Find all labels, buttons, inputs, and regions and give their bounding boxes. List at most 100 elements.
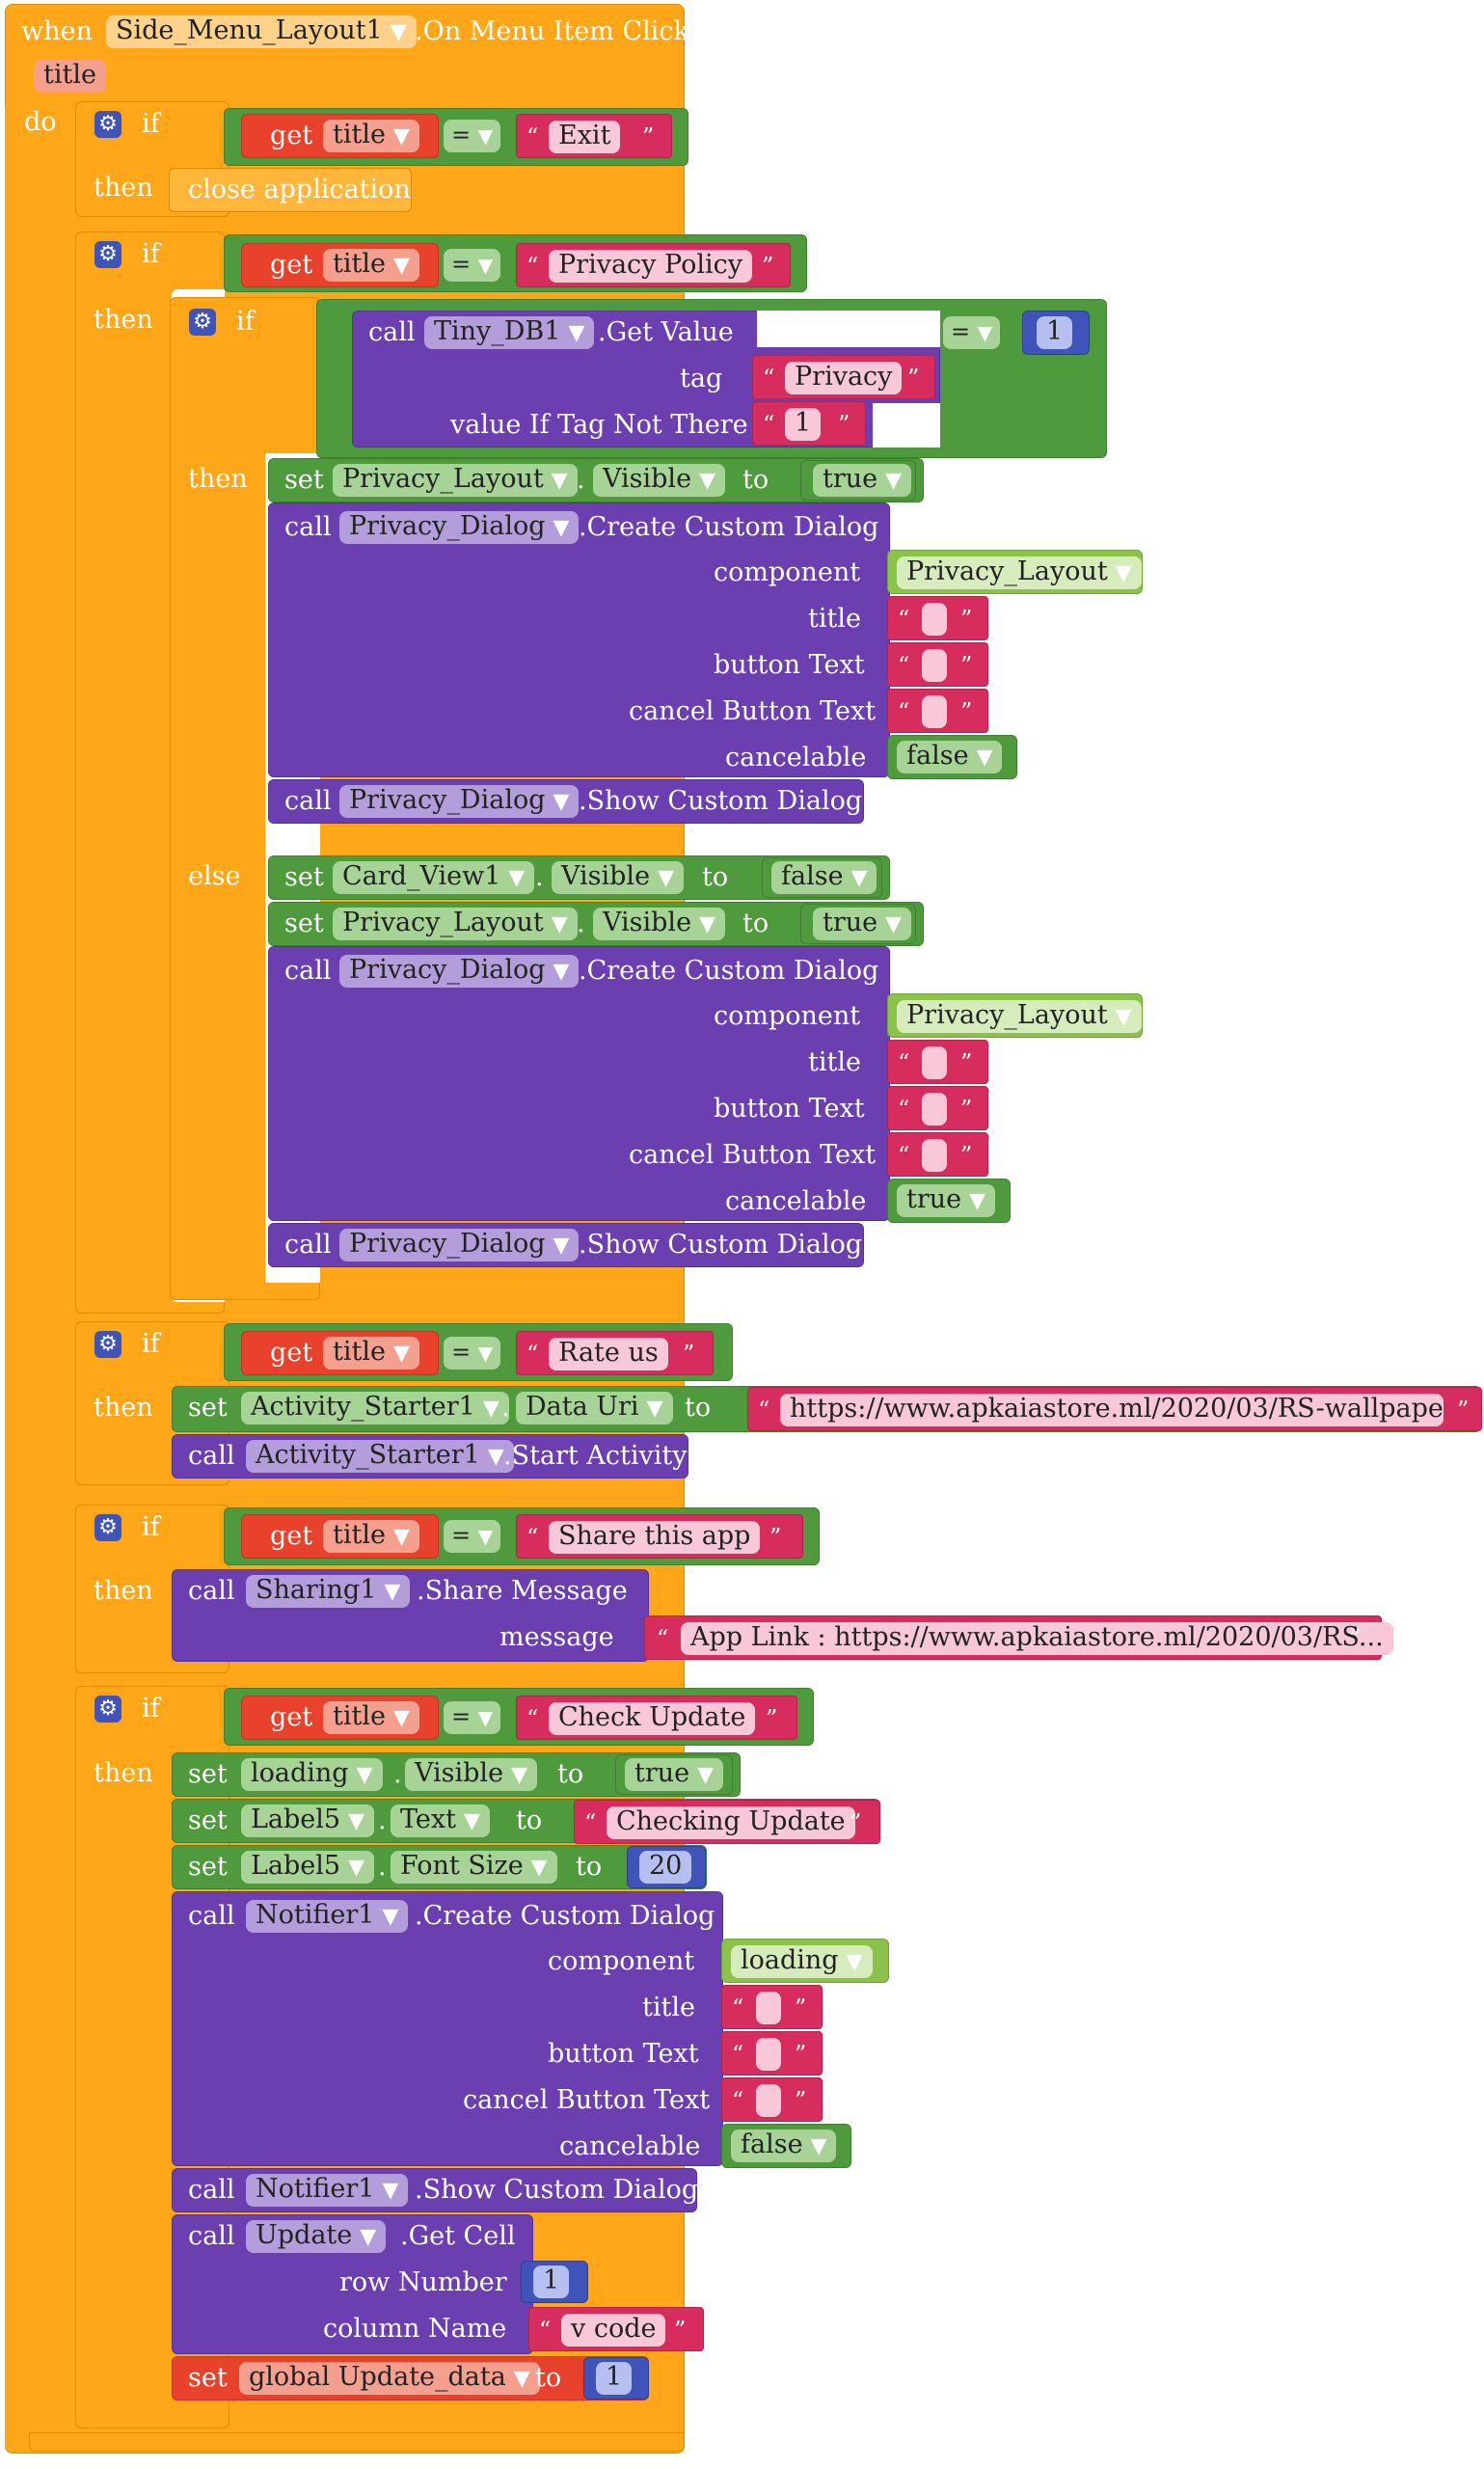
property-dropdown[interactable]: Visible▼ [405, 1758, 537, 1791]
empty-text-literal[interactable] [756, 1992, 781, 2024]
equals-dropdown[interactable]: = ▼ [444, 120, 501, 152]
gear-icon[interactable]: ⚙ [94, 1514, 121, 1541]
component-dropdown[interactable]: Privacy_Layout▼ [333, 464, 578, 497]
property-dropdown[interactable]: Visible▼ [552, 861, 684, 894]
empty-text-block[interactable]: “” [887, 642, 988, 687]
empty-text-block[interactable]: “” [887, 689, 988, 733]
text-block[interactable]: “ Share this app ” [516, 1514, 803, 1559]
component-dropdown[interactable]: Privacy_Layout▼ [897, 556, 1142, 589]
text-literal[interactable]: 1 [785, 408, 822, 441]
var-dropdown[interactable]: title▼ [323, 1520, 419, 1553]
component-dropdown[interactable]: Update▼ [246, 2220, 387, 2253]
empty-text-literal[interactable] [922, 1093, 947, 1126]
empty-text-block[interactable]: “” [721, 2077, 823, 2122]
text-block[interactable]: “ Privacy ” [752, 355, 935, 399]
text-literal[interactable]: Privacy Policy [549, 250, 752, 283]
create-dialog-block[interactable] [172, 1891, 723, 2166]
boolean-dropdown[interactable]: false▼ [897, 741, 1003, 773]
equals-dropdown[interactable]: = ▼ [444, 1701, 501, 1734]
property-dropdown[interactable]: Font Size▼ [391, 1851, 557, 1884]
create-dialog-block[interactable] [268, 502, 890, 777]
component-dropdown[interactable]: Privacy_Dialog▼ [339, 511, 580, 544]
empty-text-block[interactable]: “” [887, 596, 988, 640]
number-literal[interactable]: 20 [639, 1851, 692, 1884]
component-dropdown[interactable]: loading▼ [241, 1758, 383, 1791]
component-dropdown[interactable]: Activity_Starter1▼ [246, 1440, 514, 1473]
empty-text-literal[interactable] [922, 1046, 947, 1079]
component-dropdown[interactable]: Notifier1▼ [246, 2174, 409, 2207]
empty-text-literal[interactable] [756, 2038, 781, 2071]
empty-text-literal[interactable] [922, 649, 947, 682]
equals-dropdown[interactable]: = ▼ [444, 1520, 501, 1553]
var-dropdown[interactable]: title▼ [323, 120, 419, 152]
event-param-title[interactable]: title [34, 60, 106, 93]
create-dialog-block[interactable] [268, 946, 890, 1221]
component-dropdown[interactable]: Tiny_DB1▼ [424, 316, 595, 349]
empty-text-literal[interactable] [922, 1139, 947, 1172]
close-application-block[interactable] [169, 168, 412, 212]
component-dropdown[interactable]: Sharing1▼ [246, 1575, 411, 1608]
component-dropdown[interactable]: Card_View1▼ [333, 861, 535, 894]
component-dropdown[interactable]: Label5▼ [241, 1851, 375, 1884]
global-var-dropdown[interactable]: global Update_data▼ [239, 2362, 540, 2395]
property-dropdown[interactable]: Visible▼ [593, 464, 725, 497]
text-literal[interactable]: Exit [549, 121, 621, 153]
number-literal[interactable]: 1 [1037, 316, 1073, 349]
var-dropdown[interactable]: title▼ [323, 249, 419, 282]
var-dropdown[interactable]: title▼ [323, 1337, 419, 1370]
property-dropdown[interactable]: Data Uri▼ [516, 1392, 673, 1424]
text-literal[interactable]: v code [561, 2314, 666, 2347]
component-dropdown[interactable]: Privacy_Dialog▼ [339, 1229, 580, 1262]
gear-icon[interactable]: ⚙ [94, 1696, 121, 1723]
message-literal[interactable]: App Link : https://www.apkaiastore.ml/20… [681, 1622, 1393, 1655]
boolean-dropdown[interactable]: false▼ [771, 861, 877, 894]
empty-text-block[interactable]: “” [887, 1132, 988, 1177]
property-dropdown[interactable]: Visible▼ [593, 908, 725, 940]
text-literal[interactable]: Share this app [549, 1521, 761, 1554]
component-dropdown[interactable]: Privacy_Layout▼ [897, 1000, 1142, 1033]
boolean-dropdown[interactable]: true▼ [813, 464, 912, 497]
component-dropdown[interactable]: Privacy_Dialog▼ [339, 955, 580, 988]
text-block[interactable]: “ Privacy Policy ” [516, 243, 791, 287]
component-dropdown[interactable]: Label5▼ [241, 1804, 375, 1837]
empty-text-block[interactable]: “” [887, 1040, 988, 1084]
boolean-dropdown[interactable]: true▼ [625, 1758, 724, 1791]
text-block[interactable]: “ Rate us ” [516, 1331, 714, 1375]
var-dropdown[interactable]: title▼ [323, 1701, 419, 1734]
boolean-dropdown[interactable]: false▼ [731, 2130, 837, 2162]
boolean-dropdown[interactable]: true▼ [897, 1184, 996, 1217]
empty-text-block[interactable]: “” [887, 1086, 988, 1130]
number-literal[interactable]: 1 [533, 2266, 570, 2298]
text-block[interactable]: “ Checking Update ” [574, 1800, 880, 1844]
component-dropdown[interactable]: Notifier1▼ [246, 1900, 409, 1933]
gear-icon[interactable]: ⚙ [94, 1331, 121, 1358]
equals-dropdown[interactable]: = ▼ [444, 1337, 501, 1370]
component-dropdown[interactable]: Privacy_Layout▼ [333, 908, 578, 940]
empty-text-literal[interactable] [922, 695, 947, 728]
empty-text-literal[interactable] [922, 603, 947, 636]
empty-text-block[interactable]: “” [721, 1985, 823, 2029]
property-dropdown[interactable]: Text▼ [391, 1804, 490, 1837]
text-block[interactable]: “ 1 ” [752, 401, 866, 446]
text-literal[interactable]: Check Update [549, 1702, 756, 1735]
component-dropdown[interactable]: Activity_Starter1▼ [241, 1392, 509, 1424]
boolean-dropdown[interactable]: true▼ [813, 908, 912, 940]
url-text-block[interactable]: “ https://www.apkaiastore.ml/2020/03/RS-… [747, 1387, 1482, 1431]
text-block[interactable]: “ Check Update ” [516, 1696, 797, 1740]
text-block[interactable]: “ Exit ” [516, 114, 672, 158]
text-block[interactable]: “ v code ” [528, 2307, 704, 2351]
text-literal[interactable]: Checking Update [607, 1806, 855, 1839]
gear-icon[interactable]: ⚙ [189, 309, 216, 336]
component-dropdown[interactable]: loading▼ [731, 1945, 873, 1978]
event-component-dropdown[interactable]: Side_Menu_Layout1▼ [106, 15, 417, 48]
url-literal[interactable]: https://www.apkaiastore.ml/2020/03/RS-wa… [780, 1394, 1444, 1426]
gear-icon[interactable]: ⚙ [94, 111, 121, 138]
number-literal[interactable]: 1 [596, 2362, 633, 2395]
empty-text-literal[interactable] [756, 2084, 781, 2117]
message-text-block[interactable]: “ App Link : https://www.apkaiastore.ml/… [644, 1615, 1393, 1660]
equals-dropdown[interactable]: = ▼ [943, 316, 1001, 349]
empty-text-block[interactable]: “” [721, 2031, 823, 2076]
text-literal[interactable]: Privacy [785, 362, 903, 394]
component-dropdown[interactable]: Privacy_Dialog▼ [339, 785, 580, 818]
equals-dropdown[interactable]: = ▼ [444, 249, 501, 282]
